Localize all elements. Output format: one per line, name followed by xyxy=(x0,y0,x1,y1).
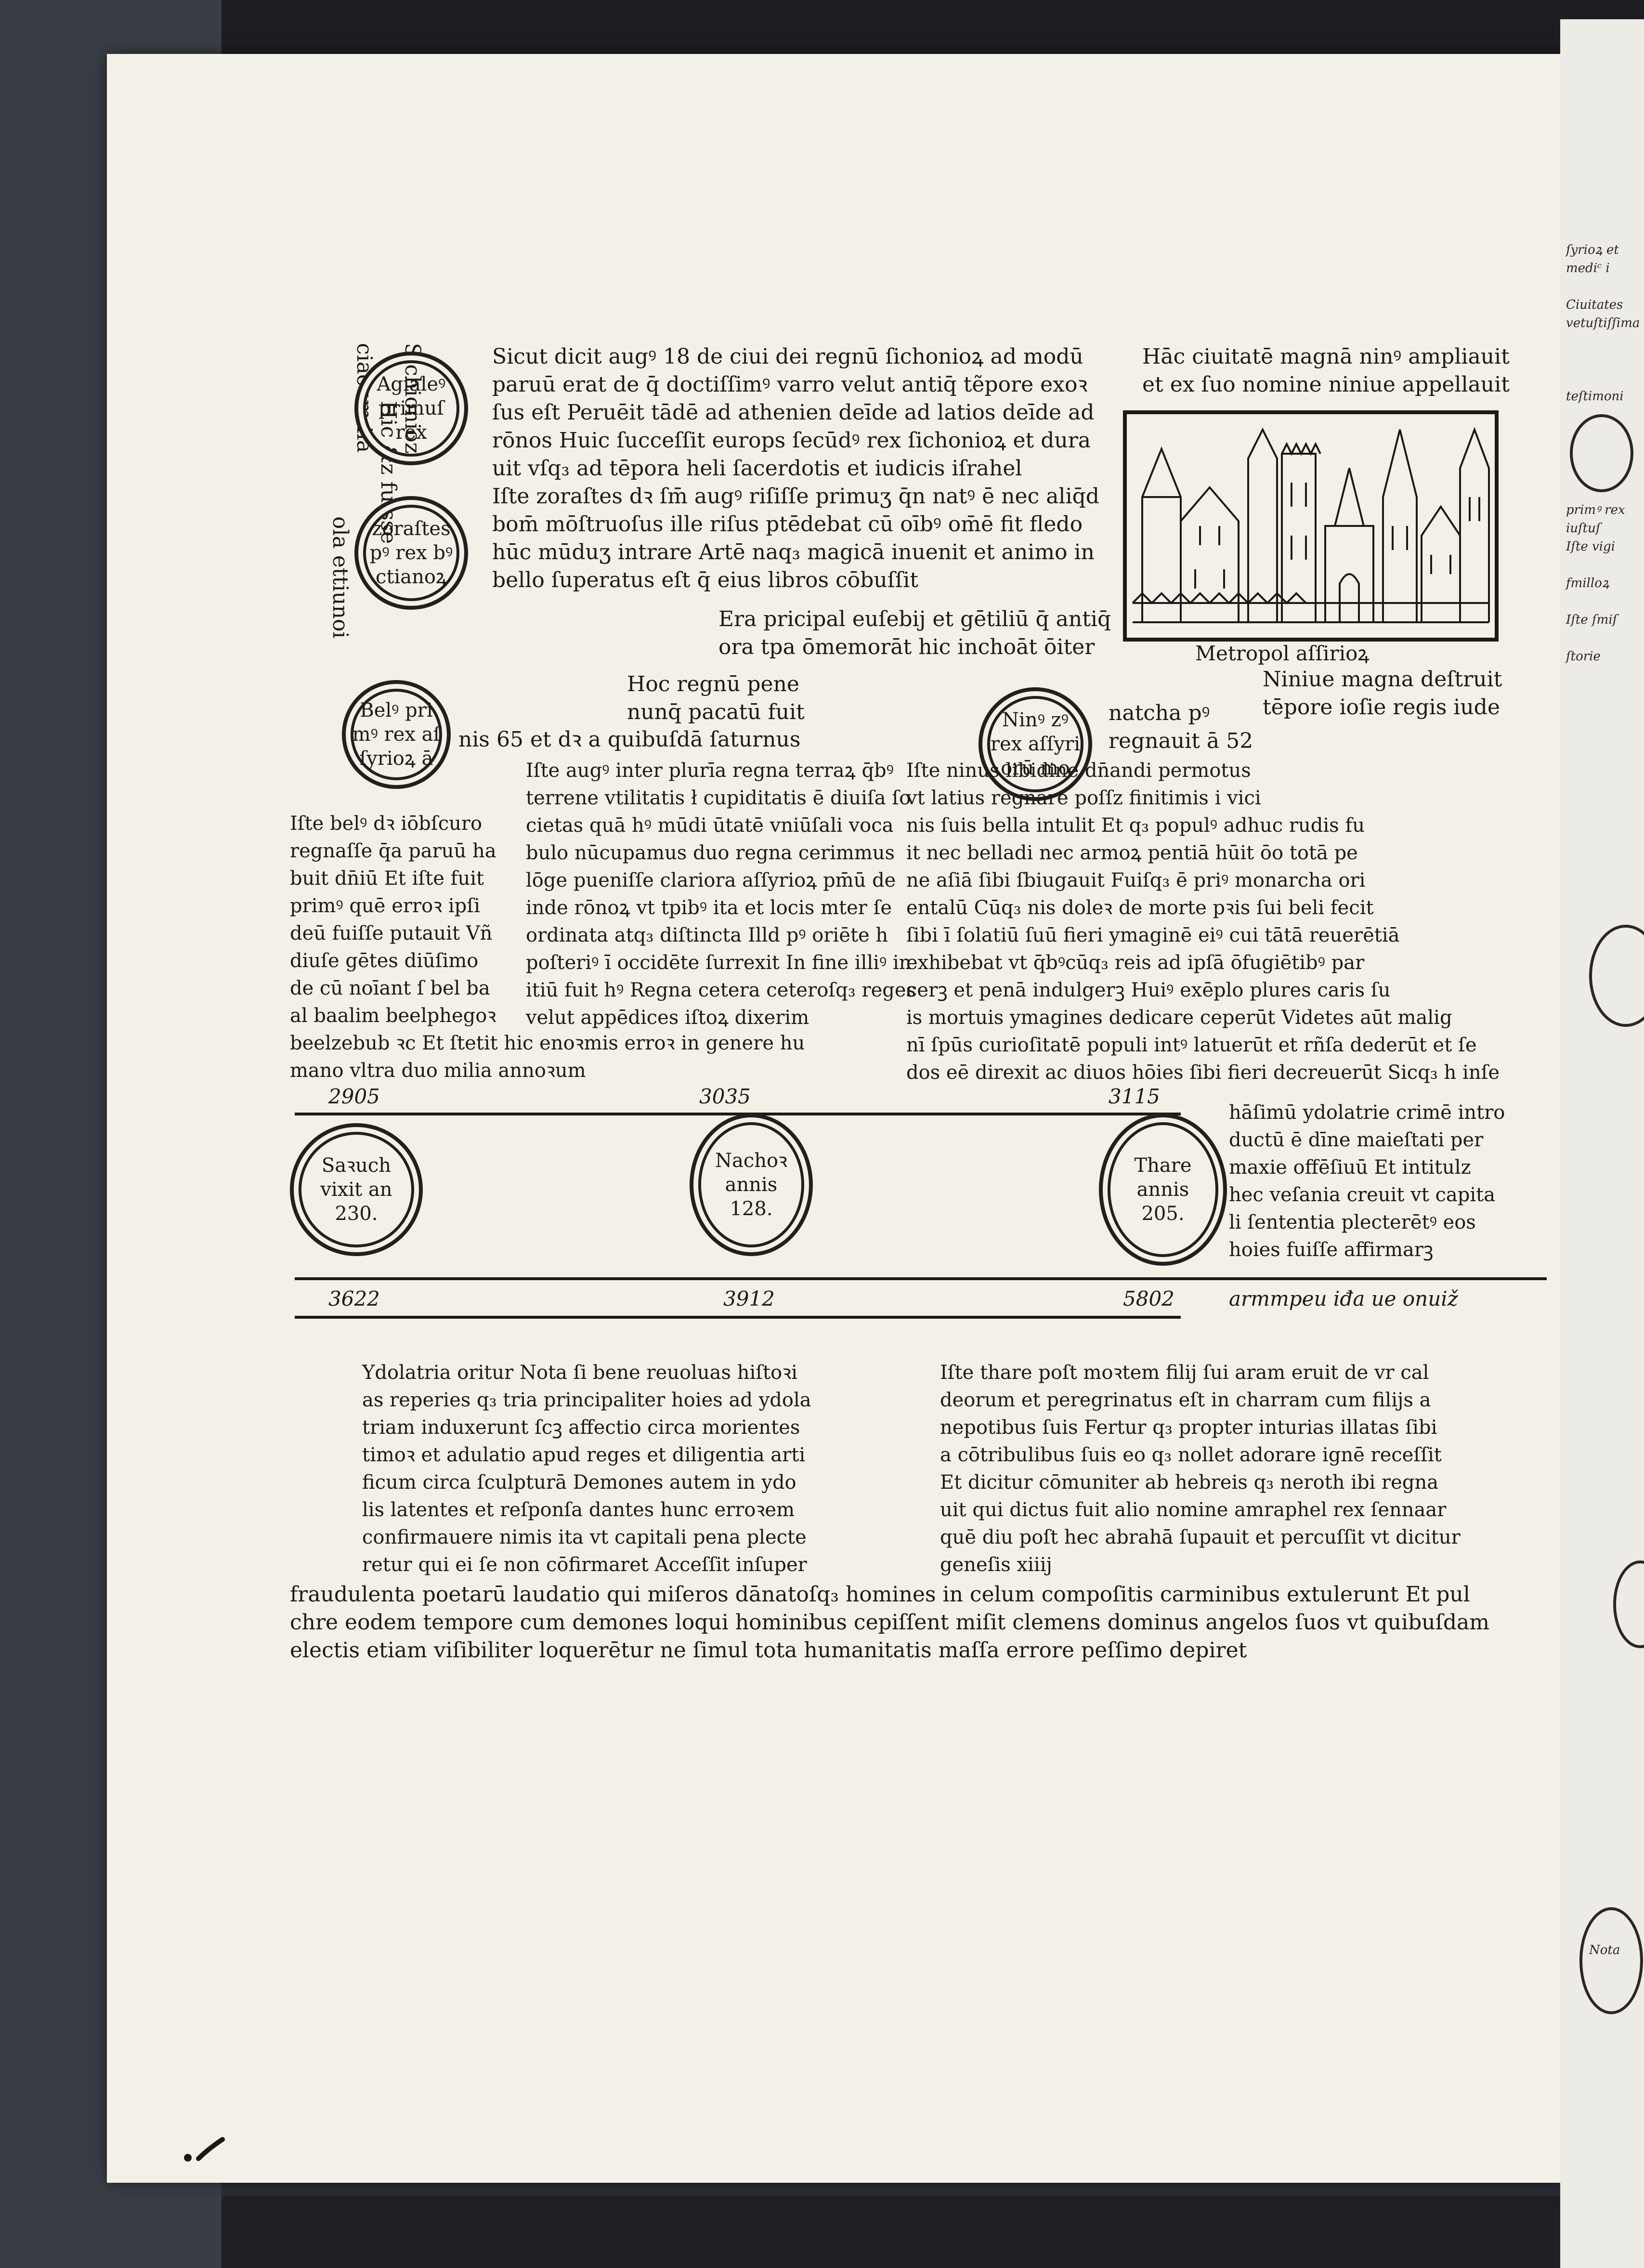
medallion-belus: Belꝰ pri mꝰ rex aſ ſyrioꝝ ā xyxy=(342,680,451,789)
facing-medallion-4 xyxy=(1579,1907,1643,2014)
text-annis-65: nis 65 et dꝛ a quibuſdā ſaturnus xyxy=(458,727,801,752)
facing-text-1: ſyrioꝝ et mediᶜ i Ciuitates vetuſtiſſima… xyxy=(1566,243,1640,404)
numeral-2905: 2905 xyxy=(328,1085,380,1108)
medallion-thare: Thare annis 205. xyxy=(1099,1114,1227,1266)
facing-page-edge: ſyrioꝝ et mediᶜ i Ciuitates vetuſtiſſima… xyxy=(1560,19,1644,2268)
background-top xyxy=(222,0,1644,63)
numeral-inverted-text: armmpeu iđa ue onuiž xyxy=(1229,1287,1458,1311)
medallion-agialeus: Agialeꝰ primuſ rex xyxy=(354,352,468,465)
text-iste-ninus: Iſte ninus libidine dn̄andi permotus vt … xyxy=(906,760,1500,1084)
margin-vertical-4: ola ettiunoi xyxy=(328,516,352,639)
ink-blot xyxy=(184,2137,225,2162)
numeral-5802: 5802 xyxy=(1123,1287,1174,1311)
text-sicut: Sicut dicit augꝰ 18 de ciui dei regnū ſi… xyxy=(492,344,1099,592)
facing-text-2: primꝰ rex iuſtuſ Iſte vigi fmilloꝝ Iſte … xyxy=(1566,503,1625,664)
numeral-3035: 3035 xyxy=(699,1085,751,1108)
medallion-nachor: Nachoꝛ annis 128. xyxy=(690,1114,813,1256)
text-hic-introductum: hāſimū ydolatrie crimē intro ductū ē dīn… xyxy=(1229,1101,1505,1261)
text-iste-thare: Iſte thare poſt moꝛtem filij ſui aram er… xyxy=(940,1362,1461,1576)
medallion-zoroastes: zoraſtes pꝰ rex bꝰ ctianoꝝ xyxy=(354,496,468,610)
genealogy-line-lower xyxy=(295,1316,1181,1319)
text-bottom-paragraph: fraudulenta poetarū laudatio qui miſeros… xyxy=(290,1582,1489,1663)
book-page: Sichionioz Hic &z fuisse ciacum iia ola … xyxy=(107,54,1571,2183)
text-hoc-regnum: Hoc regnū pene nunq̄ pacatū fuit xyxy=(627,672,805,724)
background-bottom xyxy=(222,2196,1644,2268)
facing-text-3: Nota xyxy=(1589,1943,1620,1957)
medallion-saruch: Saꝛuch vixit an 230. xyxy=(290,1123,423,1256)
facing-medallion-3 xyxy=(1613,1560,1644,1648)
text-natcha: natcha pꝰ regnauit ā 52 xyxy=(1109,701,1253,753)
facing-medallion-1 xyxy=(1570,414,1633,492)
text-era: Era pricipal euſebij et gētiliū q̄ antiq… xyxy=(718,607,1111,659)
text-iste-belus: Iſte belꝰ dꝛ iōbſcuro regnaſſe q̄a paruū… xyxy=(290,813,805,1082)
medallion-ninus: Ninꝰ zꝰ rex aſſyri orū mo xyxy=(979,687,1092,801)
text-ydolatria: Ydolatria oritur Nota ſi bene reuoluas h… xyxy=(362,1362,811,1576)
woodcut-city-illustration xyxy=(1123,410,1499,642)
numeral-3622: 3622 xyxy=(328,1287,380,1311)
numeral-3912: 3912 xyxy=(723,1287,775,1311)
numeral-3115: 3115 xyxy=(1109,1085,1160,1108)
text-niniue: Niniue magna deſtruit tēpore ioſie regis… xyxy=(1263,667,1502,720)
text-hanc: Hāc ciuitatē magnā ninꝰ ampliauit et ex … xyxy=(1142,344,1510,397)
genealogy-line-top xyxy=(295,1113,1181,1115)
caption-metropolis: Metropol aſſirioꝝ xyxy=(1195,642,1370,665)
text-iste-augustinus: Iſte augꝰ inter plurīa regna terraꝝ q̄bꝰ… xyxy=(526,760,916,1029)
genealogy-line-bottom xyxy=(295,1277,1547,1280)
facing-medallion-2 xyxy=(1589,925,1644,1027)
